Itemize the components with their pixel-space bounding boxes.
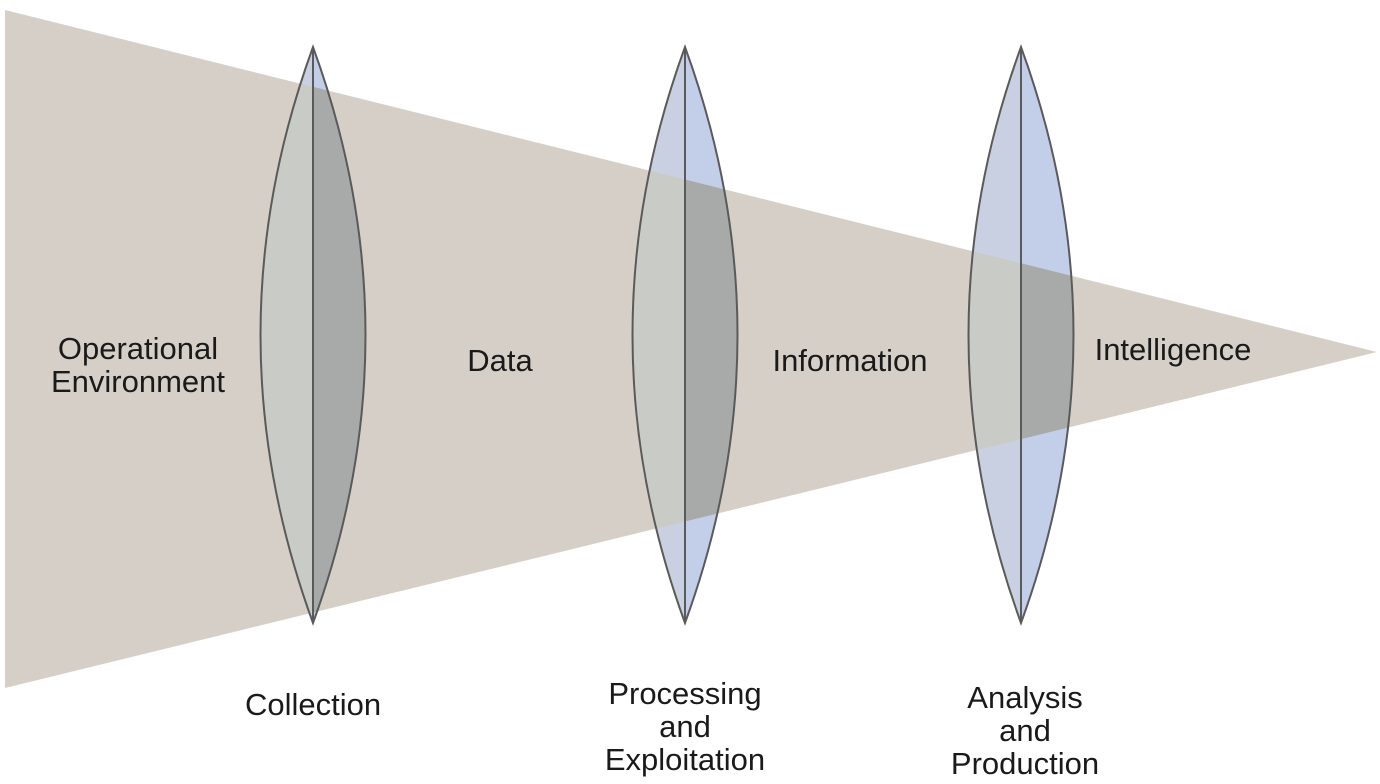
lens-caption-analysis-and-production: Analysis and Production: [920, 681, 1130, 780]
stage-label-data: Data: [440, 344, 560, 377]
lens-caption-processing-and-exploitation: Processing and Exploitation: [580, 677, 790, 776]
stage-label-line: Intelligence: [1094, 332, 1252, 367]
lens-caption-line: Exploitation: [604, 742, 766, 777]
stage-label-line: Environment: [50, 364, 226, 399]
lens-caption-line: Production: [950, 746, 1100, 781]
lens-caption-line: Analysis: [967, 680, 1083, 715]
lens-caption-line: Processing: [608, 676, 762, 711]
stage-label-line: Operational: [57, 331, 219, 366]
stage-label-line: Information: [772, 343, 928, 378]
lens-caption-line: and: [659, 709, 711, 744]
stage-label-line: Data: [467, 343, 533, 378]
lens-caption-line: Collection: [244, 687, 382, 722]
stage-label-operational-environment: Operational Environment: [38, 332, 238, 398]
lens-caption-line: and: [999, 713, 1051, 748]
lens-caption-collection: Collection: [218, 688, 408, 721]
stage-label-intelligence: Intelligence: [1080, 333, 1266, 366]
collection-lens: [259, 44, 367, 626]
processing-lens: [631, 44, 739, 626]
analysis-lens: [967, 44, 1075, 626]
stage-label-information: Information: [755, 344, 945, 377]
